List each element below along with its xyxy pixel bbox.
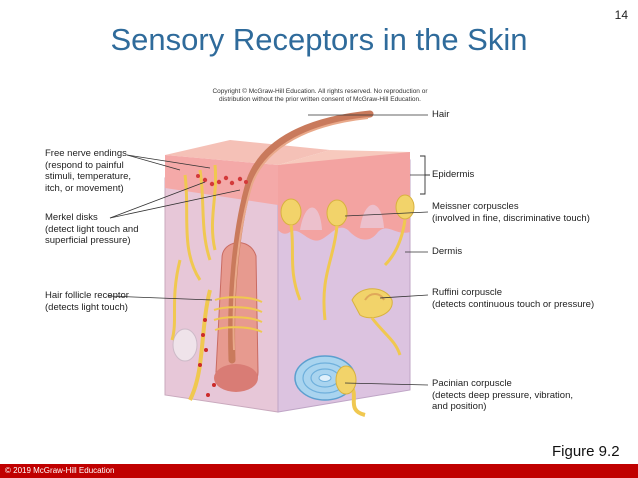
label-line: Hair follicle receptor: [45, 290, 129, 301]
label-pacinian-corpuscle: Pacinian corpuscle (detects deep pressur…: [432, 378, 573, 413]
label-line: stimuli, temperature,: [45, 171, 132, 182]
label-meissner-corpuscles: Meissner corpuscles (involved in fine, d…: [432, 201, 590, 224]
label-hair: Hair: [432, 109, 449, 121]
meissner-nerves: [289, 219, 407, 321]
hair-shaft-highlight: [232, 117, 369, 351]
label-line: (detects light touch): [45, 301, 128, 313]
label-line: (detects continuous touch or pressure): [432, 298, 595, 310]
hair-bulb: [214, 364, 258, 392]
figure-label: Figure 9.2: [552, 443, 620, 460]
hair-shaft: [228, 110, 374, 364]
label-line: (respond to painful: [45, 159, 124, 171]
label-dermis: Dermis: [432, 246, 462, 258]
epidermis-layer-right: [278, 152, 410, 241]
label-line: Epidermis: [432, 169, 475, 180]
label-line: Free nerve endings: [45, 148, 127, 159]
label-ruffini-corpuscle: Ruffini corpuscle (detects continuous to…: [432, 287, 594, 310]
epidermis-bracket: [420, 155, 430, 195]
label-line: Meissner corpuscles: [432, 201, 519, 212]
dermal-papilla: [360, 204, 384, 228]
label-line: Dermis: [432, 246, 463, 257]
dermal-papilla: [300, 207, 322, 230]
copyright-notice: Copyright © McGraw-Hill Education. All r…: [205, 88, 435, 104]
label-line: itch, or movement): [45, 182, 124, 194]
ruffini-corpuscle: [351, 288, 402, 356]
footer-copyright: © 2019 McGraw-Hill Education: [5, 466, 115, 475]
slide-title: Sensory Receptors in the Skin: [110, 22, 528, 57]
label-line: Hair: [432, 109, 450, 120]
label-free-nerve-endings: Free nerve endings (respond to painful s…: [45, 148, 131, 194]
hair-follicle-receptor: [188, 289, 263, 401]
label-line: Merkel disks: [45, 212, 98, 223]
label-line: Ruffini corpuscle: [432, 287, 503, 298]
label-line: (detect light touch and: [45, 223, 139, 235]
label-line: and position): [432, 401, 487, 412]
label-line: Pacinian corpuscle: [432, 378, 512, 389]
page-number: 14: [614, 8, 628, 22]
pacinian-corpuscle: [294, 355, 366, 417]
label-hair-follicle-receptor: Hair follicle receptor (detects light to…: [45, 290, 129, 313]
copyright-line: distribution without the prior written c…: [219, 96, 421, 103]
copyright-line: Copyright © McGraw-Hill Education. All r…: [212, 88, 428, 95]
label-line: (involved in fine, discriminative touch): [432, 212, 590, 224]
label-merkel-disks: Merkel disks (detect light touch and sup…: [45, 212, 138, 247]
sebaceous-gland: [172, 328, 198, 362]
footer-bar: © 2019 McGraw-Hill Education: [0, 464, 638, 478]
leader-lines: [107, 114, 429, 386]
blood-vessels: [198, 318, 216, 397]
epidermis-top-left: [165, 140, 330, 165]
label-line: (detects deep pressure, vibration,: [432, 389, 573, 401]
merkel-disks: [196, 174, 248, 187]
free-nerve-endings: [170, 164, 218, 341]
label-line: superficial pressure): [45, 235, 131, 246]
label-epidermis: Epidermis: [432, 169, 474, 181]
